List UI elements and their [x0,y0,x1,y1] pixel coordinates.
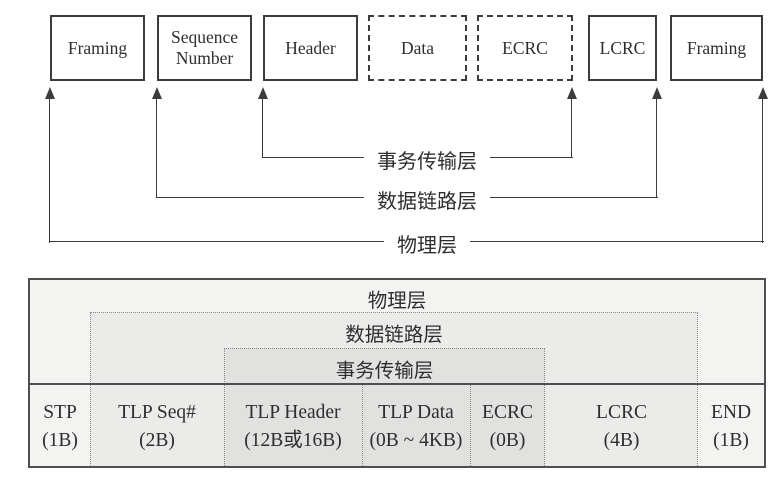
arrowhead-icon [258,87,268,99]
field-size: (1B) [713,430,749,451]
cell-divider [362,385,363,466]
field-box-framing-start: Framing [50,15,145,81]
field-box-ecrc: ECRC [477,15,573,81]
field-name: TLP Seq# [118,402,196,423]
field-size: (0B ~ 4KB) [369,430,463,451]
arrowhead-icon [152,87,162,99]
field-size: (1B) [42,430,78,451]
transaction-layer-label: 事务传输层 [364,145,490,174]
field-box-framing-end: Framing [670,15,763,81]
table-cell-end: END (1B) [698,389,764,465]
arrowhead-icon [567,87,577,99]
field-name: LCRC [596,402,647,423]
field-name: TLP Header [245,402,341,423]
arrowhead-icon [45,87,55,99]
transaction-layer-region [224,348,545,466]
arrowhead-icon [652,87,662,99]
field-name: STP [43,402,77,423]
field-name: END [710,402,752,423]
field-box-sequence-number: Sequence Number [157,15,252,81]
table-header-divider [30,383,764,385]
field-box-lcrc: LCRC [588,15,657,81]
arrow-shaft-transaction-right [571,97,573,158]
cell-divider [470,385,471,466]
arrow-shaft-physical-left [49,97,51,243]
physical-layer-label: 物理层 [384,229,470,258]
arrow-shaft-physical-right [762,97,764,243]
arrow-shaft-datalink-left [156,97,158,198]
field-box-header: Header [263,15,358,81]
table-cell-lcrc: LCRC (4B) [545,389,698,465]
arrowhead-icon [758,87,768,99]
table-cell-tlp-header: TLP Header (12B或16B) [224,389,362,465]
field-name: ECRC [482,402,533,423]
arrow-shaft-transaction-left [262,97,264,158]
table-transaction-layer-label: 事务传输层 [335,361,434,382]
datalink-layer-label: 数据链路层 [364,185,490,214]
table-cell-tlp-data: TLP Data (0B ~ 4KB) [362,389,470,465]
table-cell-stp: STP (1B) [30,389,90,465]
table-cell-ecrc: ECRC (0B) [470,389,545,465]
field-size: (4B) [603,430,640,451]
field-size: (12B或16B) [244,430,342,451]
arrow-shaft-datalink-right [656,97,658,198]
table-datalink-layer-label: 数据链路层 [345,325,443,346]
field-size: (2B) [139,430,175,451]
field-name: TLP Data [378,402,454,423]
table-cell-tlp-seq: TLP Seq# (2B) [90,389,224,465]
table-physical-layer-label: 物理层 [367,291,427,312]
field-box-data: Data [368,15,467,81]
field-size: (0B) [489,430,526,451]
